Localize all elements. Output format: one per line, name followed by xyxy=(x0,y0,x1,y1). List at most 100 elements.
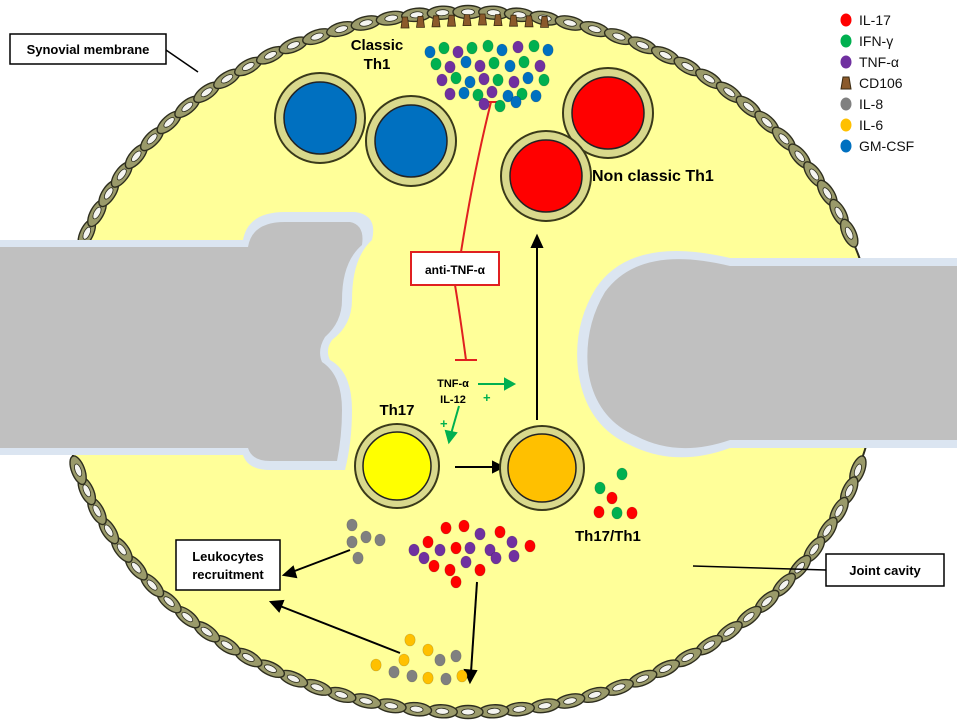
legend-label: IFN-γ xyxy=(859,33,893,49)
membrane-cell xyxy=(69,455,87,486)
legend-swatch xyxy=(840,76,852,90)
promote-arrow-down-head xyxy=(444,429,458,445)
anti-tnf-box xyxy=(410,251,500,286)
cd106-marker xyxy=(447,14,456,27)
th17-th1-label: Th17/Th1 xyxy=(575,528,641,545)
il6-dot xyxy=(398,653,410,667)
membrane-cell xyxy=(375,698,407,714)
non-classic-th1-cell-2 xyxy=(500,130,592,222)
membrane-cell xyxy=(302,28,333,46)
arrow-to-leukocytes-head xyxy=(281,565,298,579)
black-arrows xyxy=(268,233,544,685)
legend-item: IL-6 xyxy=(840,117,883,133)
arrow-lower-to-leukocytes xyxy=(279,605,401,654)
gm-csf-dot xyxy=(522,71,534,85)
cd106-marker xyxy=(493,14,503,27)
th17-cell xyxy=(354,423,440,509)
plus-sign-right: + xyxy=(483,390,491,405)
legend-label: IL-8 xyxy=(859,96,883,112)
tnf-alpha-dot xyxy=(436,73,448,87)
legend-item: IFN-γ xyxy=(840,33,893,49)
ifn-gamma-dot xyxy=(450,71,462,85)
arrow-up-to-nonclassic-head xyxy=(530,233,544,248)
tnf-alpha-dot xyxy=(444,87,456,101)
legend-item: IL-8 xyxy=(840,96,883,112)
promote-arrow-down xyxy=(450,405,460,435)
il6-dot xyxy=(456,669,468,683)
cd106-marker xyxy=(462,14,472,27)
il8-dot xyxy=(388,665,400,679)
right-bone xyxy=(587,259,957,449)
legend-swatch xyxy=(840,139,852,153)
il17-dot xyxy=(450,541,462,555)
gm-csf-dot xyxy=(460,55,472,69)
legend-label: CD106 xyxy=(859,75,903,91)
cd106-marker xyxy=(431,15,441,28)
arrow-down-to-il6 xyxy=(470,581,478,673)
gm-csf-dot xyxy=(464,75,476,89)
ifn-gamma-dot xyxy=(430,57,442,71)
membrane-cell xyxy=(529,698,561,714)
membrane-cell xyxy=(673,56,702,77)
leukocytes-label-line2: recruitment xyxy=(192,567,264,582)
il8-dot xyxy=(406,669,418,683)
membrane-cell xyxy=(326,686,357,704)
tnf-alpha-dot xyxy=(512,40,524,54)
legend-swatch xyxy=(840,118,852,132)
tnf-alpha-dot xyxy=(534,59,546,73)
ifn-gamma-dot xyxy=(494,99,506,113)
legend-swatch xyxy=(840,13,852,27)
anti-tnf-label: anti-TNF-α xyxy=(425,263,486,277)
il8-dot xyxy=(434,653,446,667)
tnf-alpha-dot xyxy=(486,85,498,99)
membrane-cell xyxy=(278,36,309,55)
membrane-cell xyxy=(375,10,407,26)
ifn-gamma-dot xyxy=(472,88,484,102)
tnf-alpha-dot xyxy=(508,549,520,563)
il17-dot xyxy=(606,491,618,505)
gm-csf-dot xyxy=(458,86,470,100)
ifn-gamma-dot xyxy=(528,39,540,53)
cytokine-dots xyxy=(346,39,638,686)
inhibit-line-top xyxy=(460,101,492,253)
legend-swatch xyxy=(840,55,852,69)
ifn-gamma-dot xyxy=(516,87,528,101)
synovial-membrane-pointer xyxy=(165,49,199,73)
tnf-alpha-dot xyxy=(444,60,456,74)
il6-dot xyxy=(422,671,434,685)
joint-cavity-label: Joint cavity xyxy=(849,563,921,578)
tnf-alpha-dot xyxy=(508,75,520,89)
legend-item: GM-CSF xyxy=(840,138,914,154)
il6-dot xyxy=(404,633,416,647)
tnf-alpha-dot xyxy=(478,97,490,111)
tnf-alpha-dot xyxy=(474,59,486,73)
tnf-alpha-dot xyxy=(506,535,518,549)
non-classic-th1-cell-1 xyxy=(562,67,654,159)
tnf-alpha-dot xyxy=(452,45,464,59)
signal-il12-label: IL-12 xyxy=(440,394,466,406)
cd106-marker xyxy=(400,16,410,29)
tnf-alpha-dot xyxy=(460,555,472,569)
ifn-gamma-dot xyxy=(482,39,494,53)
promote-arrow-right-head xyxy=(504,377,517,391)
tnf-alpha-dot xyxy=(478,72,490,86)
il17-dot xyxy=(450,575,462,589)
membrane-cell xyxy=(603,28,634,46)
joint-cavity-box xyxy=(825,553,945,587)
ifn-gamma-dot xyxy=(594,481,606,495)
left-bone xyxy=(0,222,363,461)
il8-dot xyxy=(352,551,364,565)
membrane-cell xyxy=(326,20,357,38)
gm-csf-dot xyxy=(530,89,542,103)
tnf-alpha-dot xyxy=(464,541,476,555)
legend-label: IL-17 xyxy=(859,12,891,28)
cd106-marker xyxy=(478,13,487,26)
cd106-marker xyxy=(509,14,518,27)
legend-item: IL-17 xyxy=(840,12,891,28)
ifn-gamma-dot xyxy=(538,73,550,87)
membrane-cell xyxy=(627,669,658,688)
leukocytes-label-line1: Leukocytes xyxy=(192,549,264,564)
cd106-marker xyxy=(524,15,534,28)
